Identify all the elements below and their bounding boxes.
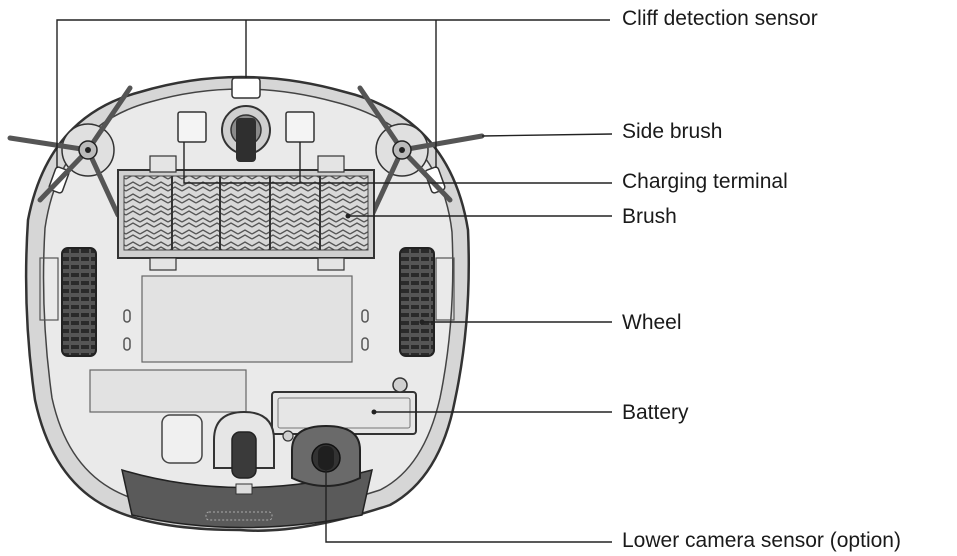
leader-lower-camera — [325, 470, 612, 543]
front-caster — [221, 105, 271, 162]
rear-caster — [213, 410, 275, 495]
access-cover — [161, 414, 203, 464]
label-side-brush: Side brush — [622, 120, 723, 143]
cliff-sensor-front — [231, 77, 261, 99]
battery — [271, 377, 417, 442]
charging-terminal-left — [177, 111, 207, 143]
label-wheel: Wheel — [622, 311, 682, 334]
wheel-right — [399, 247, 455, 357]
mount-holes — [123, 309, 369, 351]
leader-cliff-sensor — [56, 19, 610, 168]
label-brush: Brush — [622, 205, 677, 228]
bumper-vent — [205, 511, 273, 521]
leader-side-brush — [481, 133, 613, 137]
leader-charging-terminal-left — [183, 142, 300, 184]
wheel-left — [39, 247, 97, 357]
label-cliff-detection-sensor: Cliff detection sensor — [622, 7, 818, 30]
callout-dots — [345, 213, 425, 415]
label-charging-terminal: Charging terminal — [622, 170, 788, 193]
callout-lines — [56, 19, 613, 543]
label-lower-camera-sensor: Lower camera sensor (option) — [622, 529, 901, 552]
label-battery: Battery — [622, 401, 689, 424]
rear-left-panel — [89, 369, 247, 413]
charging-terminal-right — [285, 111, 315, 143]
side-brush-left — [7, 85, 133, 218]
main-brush — [117, 155, 375, 271]
center-cover-panel — [141, 275, 353, 363]
